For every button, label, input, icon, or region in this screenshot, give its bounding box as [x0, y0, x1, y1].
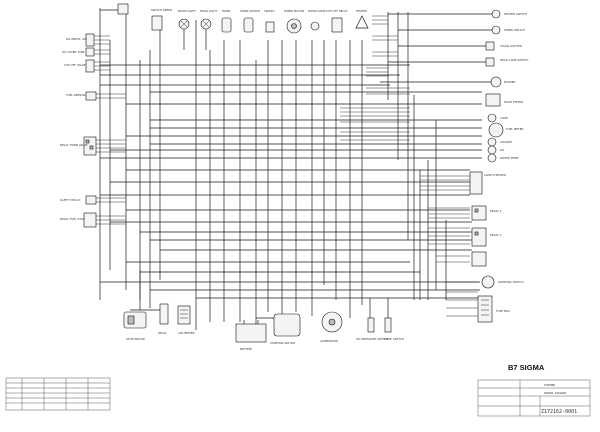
oil-pressure-label: OIL PRESS. SW [66, 37, 87, 41]
room-lamp-label: ROOM LAMP [308, 9, 326, 13]
harness-wires [99, 8, 492, 330]
cigar-lighter-label: CIGAR LIGHTER [500, 44, 522, 48]
switch-speed-connector [151, 15, 163, 31]
safety-relay-label: SAFETY RELAY [60, 198, 80, 202]
wiper-switch-label: WIPER SWITCH [504, 28, 525, 32]
horn-switch-unit [243, 17, 254, 33]
cigar-lighter-unit [485, 41, 495, 51]
switch-speed-label: SWITCH SPEED [151, 8, 172, 12]
cut-off-relay-unit [331, 17, 343, 33]
starting-motor-unit [273, 313, 301, 337]
oil-pressure-switch-label: OIL PRESSURE SWITCH [356, 337, 388, 341]
revision-table [5, 377, 111, 411]
hour-meter-label: HOUR METER [504, 100, 523, 104]
relay-unit [159, 303, 169, 325]
title-block-drawing-number: Z172162-0001 [541, 409, 577, 415]
cut-off-valve-connector [85, 59, 95, 73]
starting-motor-label: STARTING MOTOR [270, 341, 295, 345]
lamp-checker-label: LAMP CHECKER [484, 173, 506, 177]
lamp-label: LAMP [500, 116, 508, 120]
starting-switch-label: STARTING SWITCH [498, 280, 524, 284]
relay-4-unit [471, 205, 487, 221]
top-label-group: SWITCH SPEED BOOM LIGHT HEAD LIGHT HORN … [151, 8, 367, 13]
heater-label: HEATER [356, 9, 367, 13]
cut-off-relay-label: CUT-OFF RELAY [326, 9, 348, 13]
buzzer-label: BUZZER [504, 80, 516, 84]
bottom-label-group: STOP MOTOR AIR HEATER RELAY BATTERY STAR… [126, 331, 404, 351]
stop-motor-unit [123, 311, 147, 329]
relay-4-label: RELAY 4 [490, 209, 502, 213]
travel-connector [265, 21, 275, 33]
temp-switch-label: TEMP. SWITCH [383, 337, 404, 341]
relay-3b-unit [471, 251, 487, 267]
oil-filter-label: OIL FILTER TANK [62, 50, 85, 54]
heater-switch-label: HEATER SWITCH [504, 12, 527, 16]
hour-meter-unit [485, 93, 501, 107]
battery-label: BATTERY [240, 347, 253, 351]
battery-unit [235, 323, 267, 343]
horn-unit [221, 17, 232, 33]
water-temp-label: WATER TEMP. [500, 156, 519, 160]
relay-fuel-stop-block [83, 212, 97, 228]
left-components [83, 33, 97, 228]
relay-3-label: RELAY 3 [490, 233, 502, 237]
fuel-meter-unit [488, 122, 504, 138]
charge-unit [487, 137, 497, 147]
fuel-sensor-label: FUEL SENSOR [66, 93, 85, 97]
heater-switch-unit [491, 9, 501, 19]
fuel-meter-label: FUEL METER [506, 127, 524, 131]
horn-switch-label: HORN SWITCH [240, 9, 260, 13]
title-block-maker: SYNCBND [544, 383, 555, 387]
head-lamp-switch-label: HEAD LAMP SWITCH [500, 58, 528, 62]
fuel-sensor-connector [85, 91, 97, 101]
relay-label: RELAY [158, 331, 167, 335]
horn-label: HORN [222, 9, 230, 13]
right-label-group: HEATER SWITCH WIPER SWITCH CIGAR LIGHTER… [484, 12, 528, 313]
right-components [469, 9, 504, 323]
wiper-switch-unit [491, 25, 501, 35]
temp-switch-unit [384, 317, 392, 333]
head-light-label: HEAD LIGHT [200, 9, 217, 13]
air-heater-label: AIR HEATER [178, 331, 195, 335]
air-heater-unit [177, 305, 191, 325]
lamp-checker-unit [469, 171, 483, 195]
title-block-drawing-name: WIRING DIAGRAM [544, 391, 566, 395]
oil-unit [487, 145, 497, 155]
connector-leads [340, 15, 478, 317]
room-lamp-unit [310, 21, 320, 31]
lamp-unit [487, 113, 497, 123]
starting-switch-unit [481, 275, 495, 289]
oil-filter-connector [85, 47, 95, 57]
left-label-group: OIL PRESS. SW OIL FILTER TANK CUT-OFF VA… [60, 37, 88, 221]
title-block: SYNCBND WIRING DIAGRAM Z172162-0001 [477, 379, 591, 417]
left-connector-leads [92, 35, 126, 225]
model-title: B7 SIGMA [508, 363, 545, 372]
oil-pressure-switch-unit [367, 317, 375, 333]
charge-label: CHARGE [500, 140, 512, 144]
stop-motor-label: STOP MOTOR [126, 337, 145, 341]
buzzer-unit [490, 76, 502, 88]
bottom-components [123, 303, 392, 343]
head-lamp-switch-unit [485, 57, 495, 67]
travel-label: TRAVEL [263, 9, 275, 13]
water-temp-unit [487, 153, 497, 163]
safety-relay-connector [85, 195, 97, 205]
top-components [117, 3, 369, 50]
cut-off-valve-label: CUT-OFF VALVE [64, 63, 86, 67]
boom-light-label: BOOM LIGHT [178, 9, 196, 13]
top-connector [117, 3, 129, 15]
heater-unit [355, 15, 369, 29]
oil-press-switch-connector [85, 33, 95, 47]
fuse-box-label: FUSE BOX [496, 309, 510, 313]
fuse-box-unit [477, 295, 493, 323]
relay-horn-valve-label: RELAY HORN VALVE [60, 143, 88, 147]
wiper-motor-label: WIPER MOTOR [284, 9, 304, 13]
relay-fuel-stop-label: RELAY FUEL STOP [60, 217, 85, 221]
oil-label: OIL [500, 148, 505, 152]
alternator-label: ALTERNATOR [320, 339, 338, 343]
relay-3-unit [471, 227, 487, 247]
